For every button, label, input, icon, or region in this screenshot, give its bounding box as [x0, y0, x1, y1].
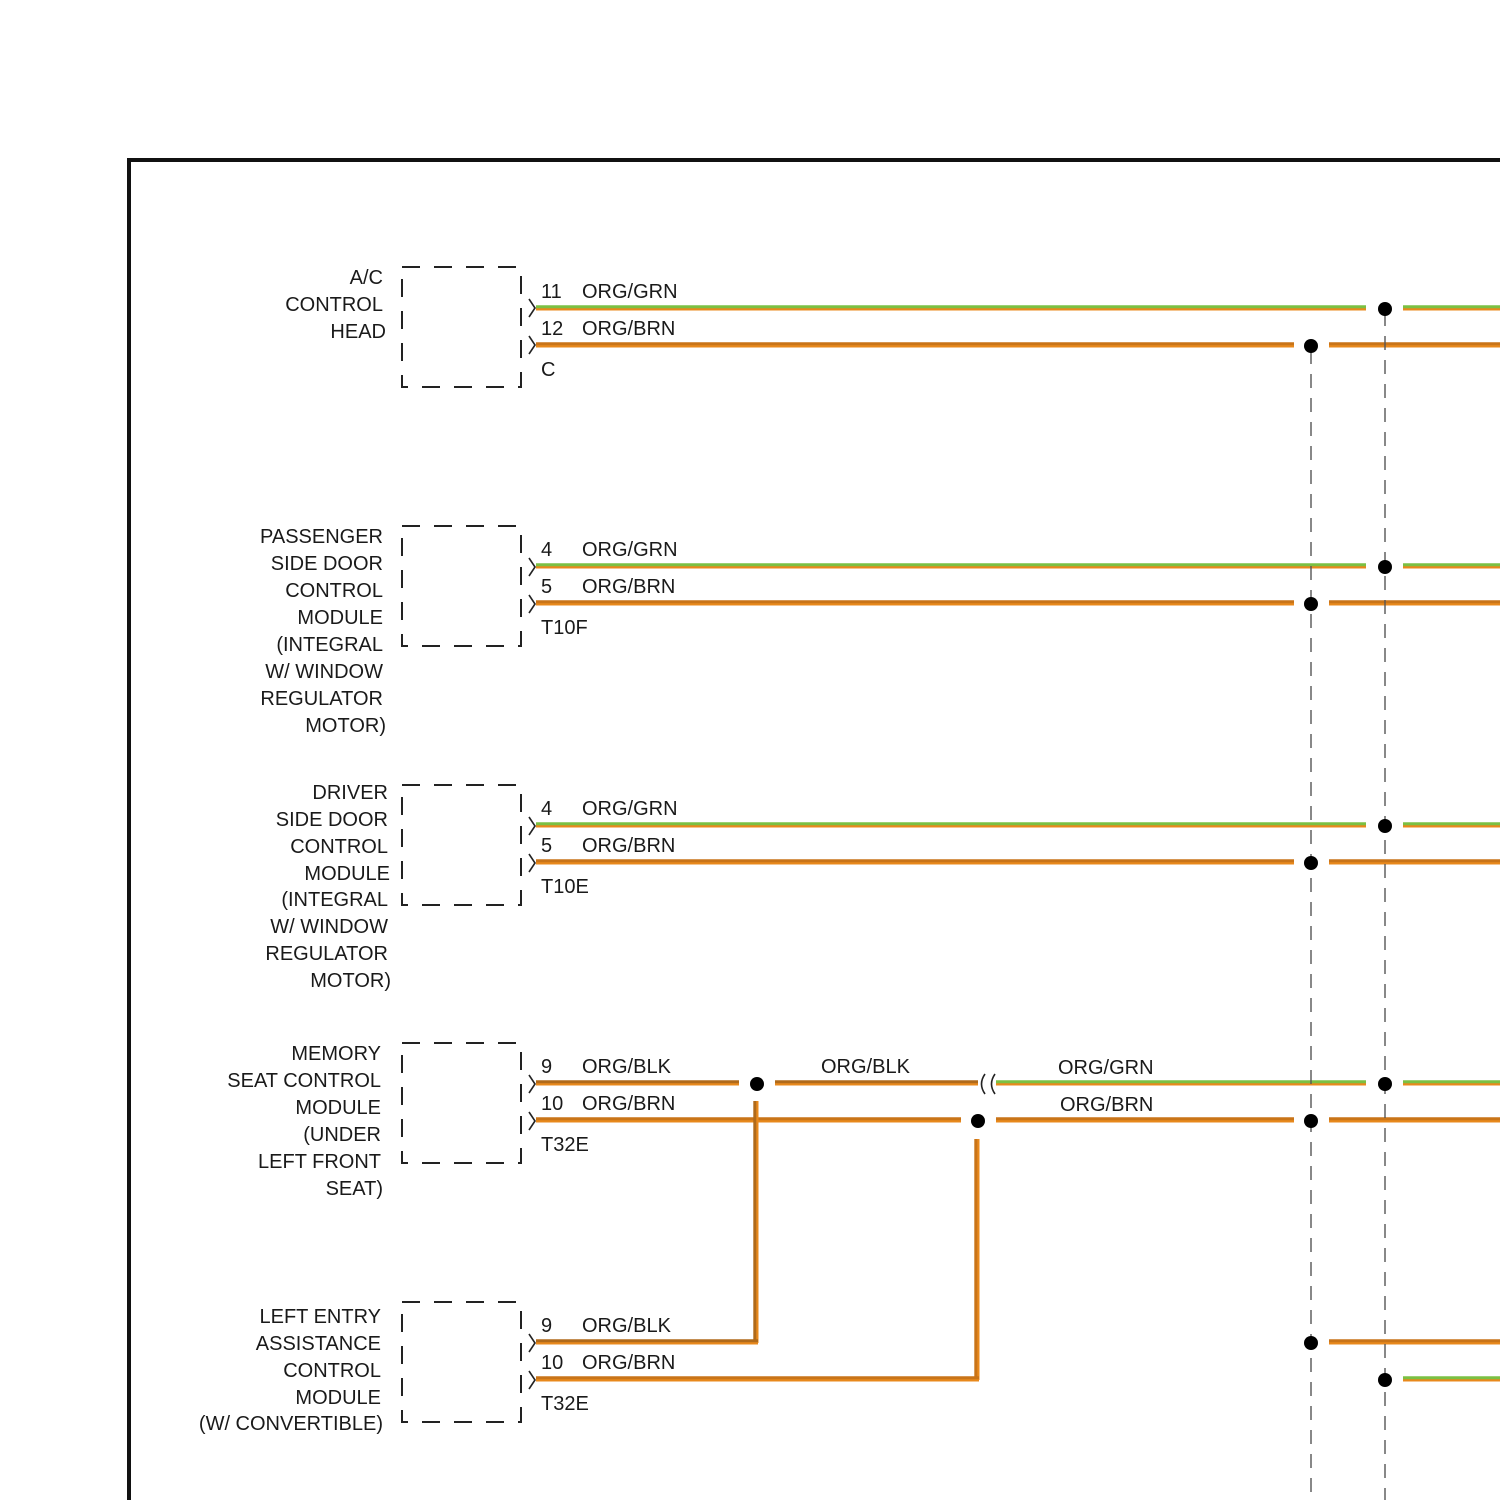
component-label-line: MOTOR)	[310, 970, 391, 992]
component-passenger-door-module: PASSENGER SIDE DOOR CONTROL MODULE (INTE…	[260, 526, 678, 737]
component-box	[402, 1043, 521, 1163]
wire-color-label: ORG/BRN	[582, 1352, 675, 1374]
wires-layer	[536, 307, 1500, 1380]
connector-pin-mark	[529, 1112, 535, 1130]
component-label-line: A/C	[350, 267, 383, 289]
component-label-line: W/ WINDOW	[265, 661, 383, 683]
connector-id: T32E	[541, 1393, 589, 1415]
wire-color-label: ORG/GRN	[582, 539, 678, 561]
component-left-entry-assistance-module: LEFT ENTRY ASSISTANCE CONTROL MODULE (W/…	[199, 1302, 675, 1435]
splice-dot	[1304, 1114, 1318, 1128]
component-ac-control-head: A/C CONTROL HEAD 11 ORG/GRN 12 ORG/BRN C	[285, 267, 677, 387]
connector-pin-mark	[529, 1334, 535, 1352]
splice-dot	[1304, 856, 1318, 870]
splice-dot	[1378, 1373, 1392, 1387]
pin-number: 9	[541, 1056, 552, 1078]
component-label-line: REGULATOR	[260, 688, 383, 710]
pin-number: 4	[541, 539, 552, 561]
component-label-line: DRIVER	[312, 782, 388, 804]
component-label-line: LEFT FRONT	[258, 1151, 381, 1173]
component-box	[402, 526, 521, 646]
component-label-line: MEMORY	[291, 1043, 381, 1065]
splice-dot	[1378, 1077, 1392, 1091]
component-label-line: SIDE DOOR	[276, 809, 388, 831]
component-label-line: CONTROL	[283, 1360, 381, 1382]
component-box	[402, 267, 521, 387]
component-label-line: MOTOR)	[305, 715, 386, 737]
splice-dot	[971, 1114, 985, 1128]
component-label-line: PASSENGER	[260, 526, 383, 548]
component-label-line: (INTEGRAL	[281, 889, 388, 911]
component-box	[402, 1302, 521, 1422]
wire-color-label: ORG/BRN	[582, 835, 675, 857]
reference-lines	[1311, 312, 1385, 1500]
component-driver-door-module: DRIVER SIDE DOOR CONTROL MODULE (INTEGRA…	[265, 782, 677, 992]
wire-color-label: ORG/BLK	[821, 1056, 911, 1078]
connector-id: T10F	[541, 617, 588, 639]
splice-dot	[750, 1077, 764, 1091]
connector-pin-mark	[529, 817, 535, 835]
component-label-line: CONTROL	[290, 836, 388, 858]
wire-color-label: ORG/BLK	[582, 1315, 672, 1337]
connector-pin-mark	[529, 854, 535, 872]
pin-number: 12	[541, 318, 563, 340]
component-label-line: (W/ CONVERTIBLE)	[199, 1413, 383, 1435]
splice-dot	[1304, 339, 1318, 353]
connector-pin-mark	[529, 299, 535, 317]
splice-dot	[1378, 560, 1392, 574]
wire-color-label: ORG/BLK	[582, 1056, 672, 1078]
connector-id: T32E	[541, 1134, 589, 1156]
splice-dot	[1304, 597, 1318, 611]
pin-number: 10	[541, 1352, 563, 1374]
connector-pin-mark	[529, 1371, 535, 1389]
connector-pin-mark	[529, 595, 535, 613]
component-label-line: ASSISTANCE	[256, 1333, 381, 1355]
wire-color-label: ORG/GRN	[582, 798, 678, 820]
pin-number: 5	[541, 576, 552, 598]
connector-pin-mark	[529, 1075, 535, 1093]
component-label-line: HEAD	[330, 321, 386, 343]
component-label-line: LEFT ENTRY	[259, 1306, 381, 1328]
wire-color-label: ORG/GRN	[1058, 1057, 1154, 1079]
splice-layer	[750, 302, 1392, 1387]
component-label-line: MODULE	[297, 607, 383, 629]
component-label-line: CONTROL	[285, 294, 383, 316]
component-label-line: SIDE DOOR	[271, 553, 383, 575]
connector-pin-mark	[529, 336, 535, 354]
connector-pin-mark	[529, 558, 535, 576]
component-label-line: (INTEGRAL	[276, 634, 383, 656]
connector-id: C	[541, 359, 555, 381]
component-label-line: MODULE	[295, 1097, 381, 1119]
wire-color-label: ORG/BRN	[582, 576, 675, 598]
wire-color-label: ORG/BRN	[1060, 1094, 1153, 1116]
component-label-line: W/ WINDOW	[270, 916, 388, 938]
splice-dot	[1304, 1336, 1318, 1350]
inline-connector-symbol	[982, 1074, 996, 1094]
inline-connector-right	[992, 1074, 996, 1094]
component-label-line: MODULE	[304, 863, 390, 885]
wire-color-label: ORG/GRN	[582, 281, 678, 303]
pin-number: 11	[541, 281, 562, 303]
wire-color-label: ORG/BRN	[582, 318, 675, 340]
pin-number: 9	[541, 1315, 552, 1337]
component-label-line: (UNDER	[303, 1124, 381, 1146]
component-label-line: CONTROL	[285, 580, 383, 602]
component-label-line: REGULATOR	[265, 943, 388, 965]
component-box	[402, 785, 521, 905]
pin-number: 10	[541, 1093, 563, 1115]
component-label-line: MODULE	[295, 1387, 381, 1409]
pin-number: 4	[541, 798, 552, 820]
component-label-line: SEAT)	[326, 1178, 383, 1200]
inline-connector-left	[982, 1074, 986, 1094]
splice-dot	[1378, 302, 1392, 316]
component-label-line: SEAT CONTROL	[227, 1070, 381, 1092]
pin-number: 5	[541, 835, 552, 857]
wire-color-label: ORG/BRN	[582, 1093, 675, 1115]
connector-id: T10E	[541, 876, 589, 898]
splice-dot	[1378, 819, 1392, 833]
